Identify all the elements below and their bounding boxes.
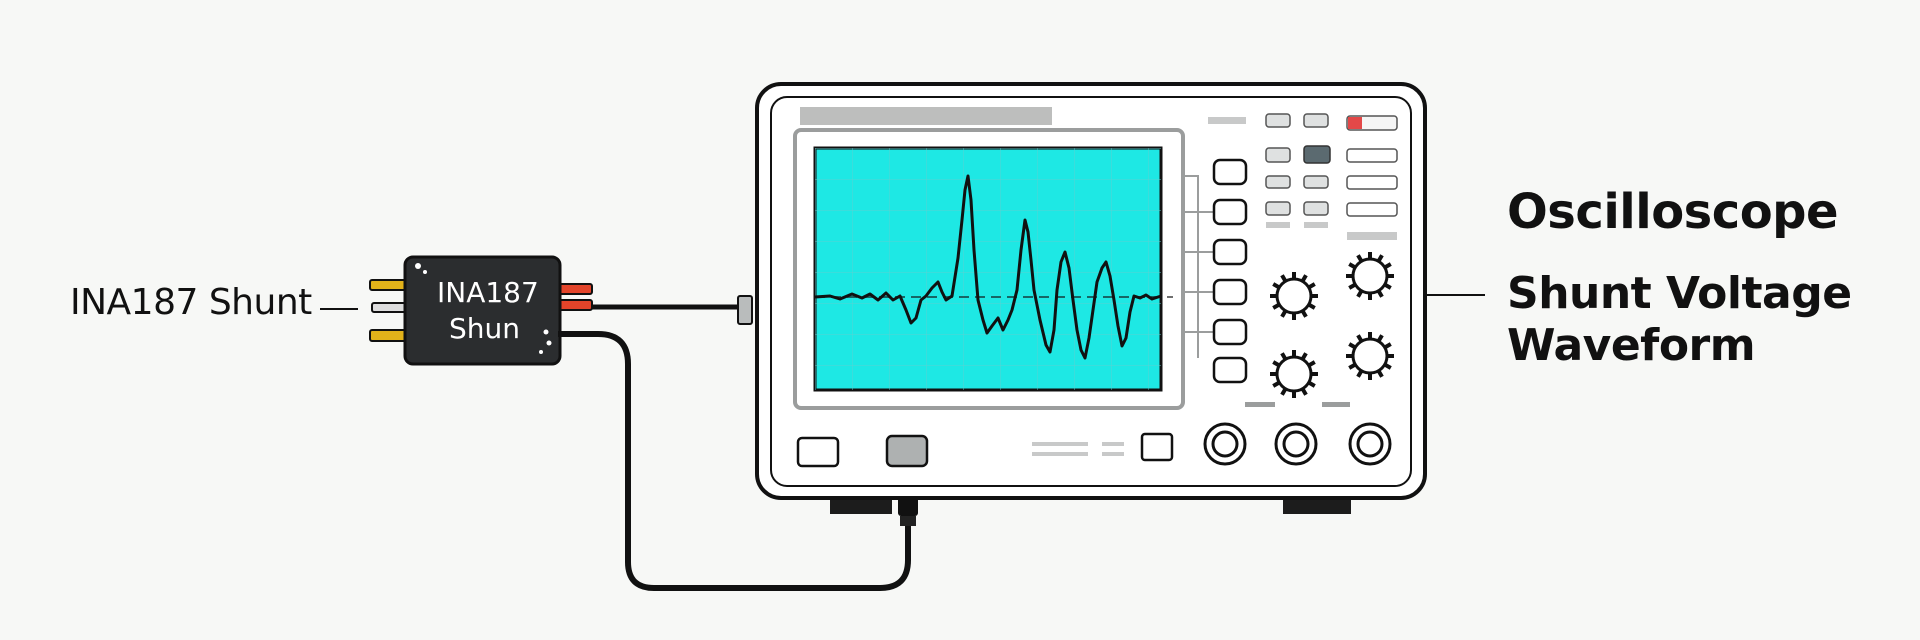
channel-input-connectors [1203,422,1392,466]
softkey-4[interactable] [1212,278,1248,306]
bnc-connector-icon[interactable] [1348,422,1392,466]
softkey-2[interactable] [1212,198,1248,226]
foot-right [1283,496,1351,514]
status-bar-indicator [1208,117,1246,124]
oscilloscope-title: Oscilloscope [1507,184,1839,240]
knob-group [1270,252,1394,398]
waveform-subtitle: Shunt Voltage Waveform [1507,268,1852,371]
gear-knob-icon[interactable] [1270,272,1318,320]
scope-case-inner [770,96,1412,487]
gear-knob-icon[interactable] [1270,350,1318,398]
chip-body [403,255,562,366]
button-row2-a[interactable] [1265,147,1291,163]
foot-left [830,496,892,514]
button-row1-a[interactable] [1265,113,1291,128]
button-row1-b[interactable] [1303,113,1329,128]
bottom-text-lines [1032,442,1124,456]
button-row3-a[interactable] [1265,175,1291,189]
bnc-plug-tip [900,516,916,526]
button-row3-c[interactable] [1346,175,1398,190]
scope-top-bar [800,107,1052,125]
gear-knob-icon[interactable] [1346,332,1394,380]
oscilloscope [755,82,1427,514]
menu-button[interactable] [1140,432,1174,462]
gear-knob-icon[interactable] [1346,252,1394,300]
button-row4-c[interactable] [1346,202,1398,217]
button-row4-b[interactable] [1303,201,1329,216]
bnc-connector-icon[interactable] [1203,422,1247,466]
probe-cable-bottom [558,331,911,591]
softkey-leaders [1183,175,1214,358]
button-row2-c[interactable] [1346,148,1398,163]
chip-label-line2: Shun [449,312,520,345]
softkey-5[interactable] [1212,318,1248,346]
button-row3-b[interactable] [1303,175,1329,189]
chip-label-line1: INA187 [437,276,539,309]
shunt-callout-label: INA187 Shunt [70,282,312,323]
control-buttons [1208,113,1398,240]
button-row4-a[interactable] [1265,201,1291,216]
bnc-connector-icon[interactable] [1274,422,1318,466]
softkey-3[interactable] [1212,238,1248,266]
ina187-chip: INA187 Shun [369,255,593,366]
bnc-side-connector [737,295,753,325]
softkey-6[interactable] [1212,356,1248,384]
softkey-1[interactable] [1212,158,1248,186]
probe-input-socket[interactable] [885,434,929,468]
shunt-voltage-waveform [814,174,1162,360]
softkeys [1212,158,1248,384]
button-row2-b[interactable] [1303,145,1331,164]
power-button[interactable] [796,436,840,468]
